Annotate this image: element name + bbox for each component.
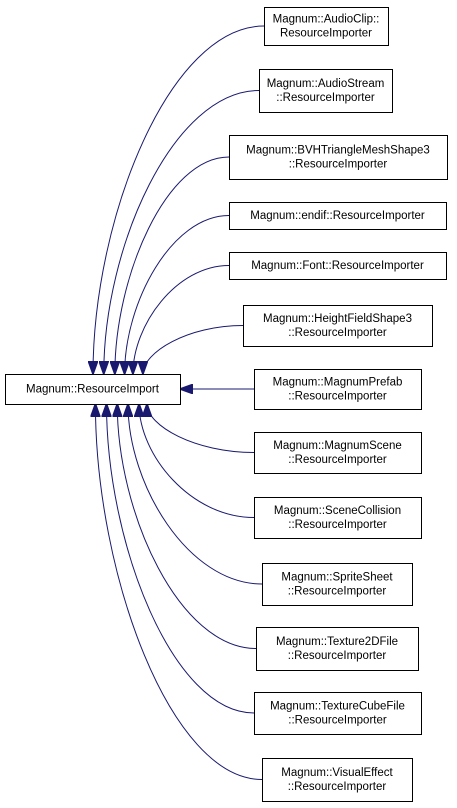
derived-class-node[interactable]: Magnum::SpriteSheet::ResourceImporter <box>262 563 413 606</box>
derived-class-label: Magnum::TextureCubeFile <box>270 701 405 713</box>
derived-class-node[interactable]: Magnum::TextureCubeFile::ResourceImporte… <box>254 692 422 735</box>
derived-class-box <box>229 252 447 280</box>
inheritance-edge <box>117 404 257 649</box>
inheritance-edge <box>147 404 255 453</box>
derived-class-label: ::ResourceImporter <box>288 327 387 339</box>
inheritance-edge <box>125 215 230 375</box>
derived-class-label: ::ResourceImporter <box>289 159 388 171</box>
derived-class-box <box>264 7 389 46</box>
edges <box>93 25 265 780</box>
derived-class-box <box>229 135 448 180</box>
derived-class-label: Magnum::HeightFieldShape3 <box>263 313 412 325</box>
derived-class-label: Magnum::AudioStream <box>267 78 385 90</box>
inheritance-edge <box>128 404 263 585</box>
derived-class-label: ResourceImporter <box>280 28 372 40</box>
derived-class-label: Magnum::BVHTriangleMeshShape3 <box>246 145 430 157</box>
derived-class-label: ::ResourceImporter <box>288 781 387 793</box>
derived-class-label: ::ResourceImporter <box>288 391 387 403</box>
derived-class-node[interactable]: Magnum::MagnumScene::ResourceImporter <box>254 432 422 474</box>
derived-class-node[interactable]: Magnum::AudioClip::ResourceImporter <box>264 7 389 46</box>
derived-class-box <box>254 432 422 474</box>
derived-class-node[interactable]: Magnum::MagnumPrefab::ResourceImporter <box>254 369 422 410</box>
derived-class-label: Magnum::SceneCollision <box>274 505 401 517</box>
inheritance-edge <box>95 404 263 780</box>
derived-class-box <box>259 69 393 113</box>
inheritance-edge <box>93 25 265 374</box>
base-class-box <box>5 374 181 405</box>
inheritance-edge <box>115 156 230 374</box>
inheritance-edge <box>143 325 244 375</box>
derived-class-label: ::ResourceImporter <box>276 92 375 104</box>
derived-class-label: Magnum::VisualEffect <box>281 767 393 779</box>
derived-class-node[interactable]: Magnum::Texture2DFile::ResourceImporter <box>256 627 419 671</box>
derived-class-label: Magnum::Texture2DFile <box>276 636 398 648</box>
derived-class-node[interactable]: Magnum::AudioStream::ResourceImporter <box>259 69 393 113</box>
derived-class-node[interactable]: Magnum::SceneCollision::ResourceImporter <box>254 497 422 539</box>
derived-class-box <box>256 627 419 671</box>
derived-class-label: ::ResourceImporter <box>288 715 387 727</box>
derived-class-label: ::ResourceImporter <box>288 454 387 466</box>
derived-class-box <box>254 692 422 735</box>
derived-class-label: ::ResourceImporter <box>288 650 387 662</box>
nodes: Magnum::ResourceImport Magnum::AudioClip:… <box>5 7 448 802</box>
derived-class-box <box>229 202 447 230</box>
derived-class-box <box>262 758 413 802</box>
derived-class-node[interactable]: Magnum::VisualEffect::ResourceImporter <box>262 758 413 802</box>
derived-class-label: ::ResourceImporter <box>288 519 387 531</box>
derived-class-label: Magnum::MagnumScene <box>273 440 401 452</box>
derived-class-box <box>262 563 413 606</box>
derived-class-box <box>254 497 422 539</box>
inheritance-edge <box>139 404 255 518</box>
derived-class-label: Magnum::Font::ResourceImporter <box>251 260 424 272</box>
derived-class-box <box>243 305 433 347</box>
derived-class-node[interactable]: Magnum::Font::ResourceImporter <box>229 252 447 280</box>
inheritance-edge <box>104 90 260 375</box>
derived-class-node[interactable]: Magnum::HeightFieldShape3::ResourceImpor… <box>243 305 433 347</box>
derived-class-label: Magnum::MagnumPrefab <box>273 377 403 389</box>
derived-class-box <box>254 369 422 410</box>
derived-class-label: Magnum::AudioClip:: <box>273 14 380 26</box>
inheritance-edge <box>133 265 230 375</box>
base-class-node[interactable]: Magnum::ResourceImport <box>5 374 181 405</box>
derived-class-node[interactable]: Magnum::BVHTriangleMeshShape3::ResourceI… <box>229 135 448 180</box>
derived-class-label: Magnum::endif::ResourceImporter <box>250 210 425 222</box>
inheritance-edge <box>107 404 255 714</box>
derived-class-node[interactable]: Magnum::endif::ResourceImporter <box>229 202 447 230</box>
derived-class-label: Magnum::SpriteSheet <box>281 572 393 584</box>
derived-class-label: ::ResourceImporter <box>288 586 387 598</box>
base-class-label: Magnum::ResourceImport <box>26 384 160 396</box>
